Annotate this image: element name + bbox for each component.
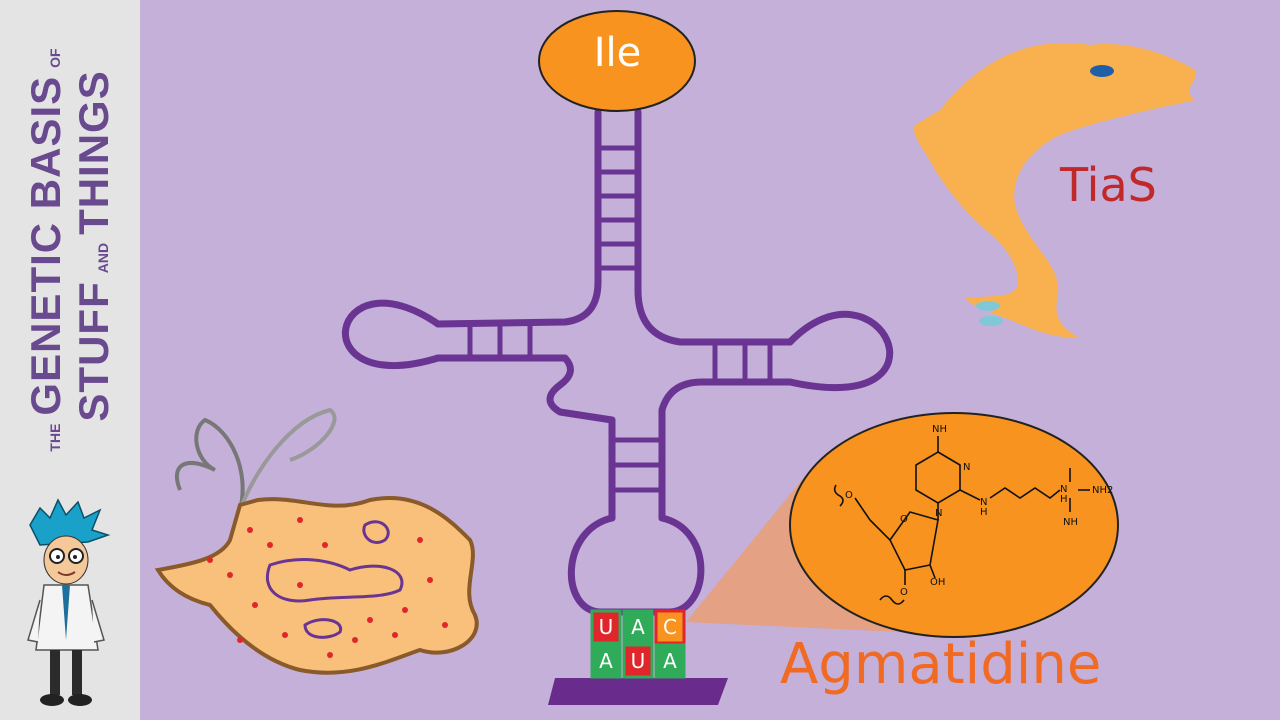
chem-ring-n2: N bbox=[935, 508, 942, 519]
amino-acid-label: Ile bbox=[593, 30, 642, 76]
codon-base-1: A bbox=[599, 649, 613, 673]
archaeon-cell bbox=[154, 407, 479, 675]
chem-ring-n1: N bbox=[963, 462, 970, 473]
anticodon-base-1: U bbox=[599, 615, 614, 639]
chem-o-ring: O bbox=[900, 514, 908, 525]
codon-base-3: A bbox=[663, 649, 677, 673]
chem-imine-top: NH bbox=[932, 424, 947, 435]
tias-enzyme bbox=[914, 42, 1196, 338]
anticodon-base-3: C bbox=[663, 615, 677, 639]
sidebar-brand-panel: THE GENETIC BASIS OF STUFF AND THINGS bbox=[0, 0, 140, 720]
tias-ligand-2 bbox=[979, 316, 1003, 326]
codon-tiles bbox=[590, 609, 686, 679]
tias-ligand-1 bbox=[976, 301, 1000, 311]
chem-nh-link: N bbox=[980, 497, 987, 508]
agmatidine-structure bbox=[833, 436, 1090, 605]
trna-structure bbox=[341, 108, 894, 616]
anticodon-base-2: A bbox=[631, 615, 645, 639]
chem-oh: OH bbox=[930, 577, 945, 588]
amino-acid-oval bbox=[538, 10, 696, 112]
chem-o-5prime: O bbox=[845, 490, 853, 501]
modification-label: Agmatidine bbox=[780, 632, 1102, 697]
chem-nh-link-h: H bbox=[980, 507, 988, 518]
chem-imine-bottom: NH bbox=[1063, 517, 1078, 528]
chem-o-3prime: O bbox=[900, 587, 908, 598]
chem-nh2: NH2 bbox=[1092, 485, 1113, 496]
scientist-mascot bbox=[27, 498, 111, 706]
base-pair-rungs bbox=[467, 145, 773, 493]
agmatidine-bubble bbox=[789, 412, 1119, 638]
enzyme-label: TiaS bbox=[1060, 158, 1157, 212]
codon-base-2: U bbox=[631, 649, 646, 673]
mrna-strand bbox=[548, 678, 728, 705]
tias-active-site bbox=[1090, 65, 1114, 77]
chem-amine-nh: N bbox=[1060, 484, 1067, 495]
chem-amine-h: H bbox=[1060, 494, 1068, 505]
